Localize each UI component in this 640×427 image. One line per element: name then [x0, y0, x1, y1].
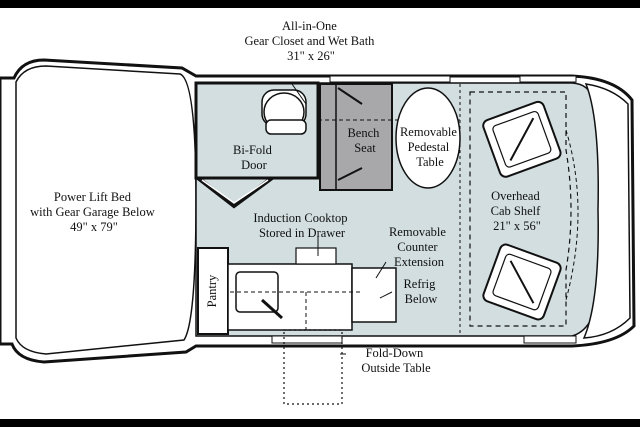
passenger-seat: [482, 243, 562, 321]
table-label-line-1: Removable: [400, 125, 457, 139]
bench-label-line-2: Seat: [354, 141, 376, 155]
window-bottom-right: [523, 335, 577, 344]
window-top-left: [329, 75, 451, 83]
shelf-label: Overhead Cab Shelf 21" x 56": [491, 189, 544, 233]
counter-label-line-3: Extension: [394, 255, 445, 269]
overhead-cab-shelf: [469, 91, 572, 327]
window-bottom-left: [271, 335, 343, 344]
door-label: Bi-Fold Door: [233, 143, 275, 172]
leader-counter: [375, 261, 387, 279]
outside-table-label-line-2: Outside Table: [361, 361, 431, 375]
toilet-tank: [265, 119, 307, 135]
bed-label-line-1: Power Lift Bed: [54, 190, 132, 204]
leader-refrig: [379, 291, 393, 299]
bench-seat: [319, 83, 393, 191]
bed-label-line-3: 49" x 79": [70, 220, 118, 234]
door-label-line-2: Door: [241, 158, 268, 172]
bath-label: All-in-One Gear Closet and Wet Bath 31" …: [244, 19, 377, 63]
cooktop-label-line-2: Stored in Drawer: [259, 226, 346, 240]
bath-label-line-2: Gear Closet and Wet Bath: [244, 34, 375, 48]
refrig-label: Refrig Below: [403, 277, 438, 306]
toilet-flush-line: [291, 83, 307, 105]
bed-label-line-2: with Gear Garage Below: [30, 205, 155, 219]
seat-belt-2: [337, 167, 363, 181]
shelf-label-line-2: Cab Shelf: [491, 204, 541, 218]
table-label: Removable Pedestal Table: [400, 125, 460, 169]
sink: [235, 271, 279, 313]
bi-fold-door: [196, 176, 274, 209]
window-top-right: [519, 75, 577, 83]
door-label-line-1: Bi-Fold: [233, 143, 273, 157]
table-label-line-2: Pedestal: [408, 140, 450, 154]
cooktop-label-line-1: Induction Cooktop: [253, 211, 347, 225]
driver-seat: [482, 100, 562, 178]
outside-table-label: Fold-Down Outside Table: [361, 346, 431, 375]
bench-label-line-1: Bench: [347, 126, 380, 140]
cab-shelf-curve: [565, 129, 579, 301]
cooktop-label: Induction Cooktop Stored in Drawer: [253, 211, 350, 240]
shelf-label-line-3: 21" x 56": [493, 219, 541, 233]
pantry-label: Pantry: [205, 274, 219, 307]
fold-down-outside-table: [283, 329, 343, 405]
bath-label-line-1: All-in-One: [282, 19, 337, 33]
outside-table-label-line-1: Fold-Down: [366, 346, 424, 360]
faucet: [260, 298, 284, 320]
counter-label-line-2: Counter: [397, 240, 438, 254]
bed-label: Power Lift Bed with Gear Garage Below 49…: [30, 190, 158, 234]
bi-fold-door-inner: [201, 179, 269, 204]
seat-belt-1: [337, 87, 363, 105]
refrig-label-line-2: Below: [405, 292, 438, 306]
cab-front: [582, 83, 631, 339]
refrig-label-line-1: Refrig: [403, 277, 436, 291]
bench-label: Bench Seat: [347, 126, 382, 155]
counter-label: Removable Counter Extension: [389, 225, 449, 269]
counter-extension: [351, 267, 397, 323]
cooktop-drawer: [295, 247, 337, 265]
bath-label-line-3: 31" x 26": [287, 49, 335, 63]
counter-label-line-1: Removable: [389, 225, 446, 239]
shelf-label-line-1: Overhead: [491, 189, 540, 203]
table-label-line-3: Table: [416, 155, 444, 169]
